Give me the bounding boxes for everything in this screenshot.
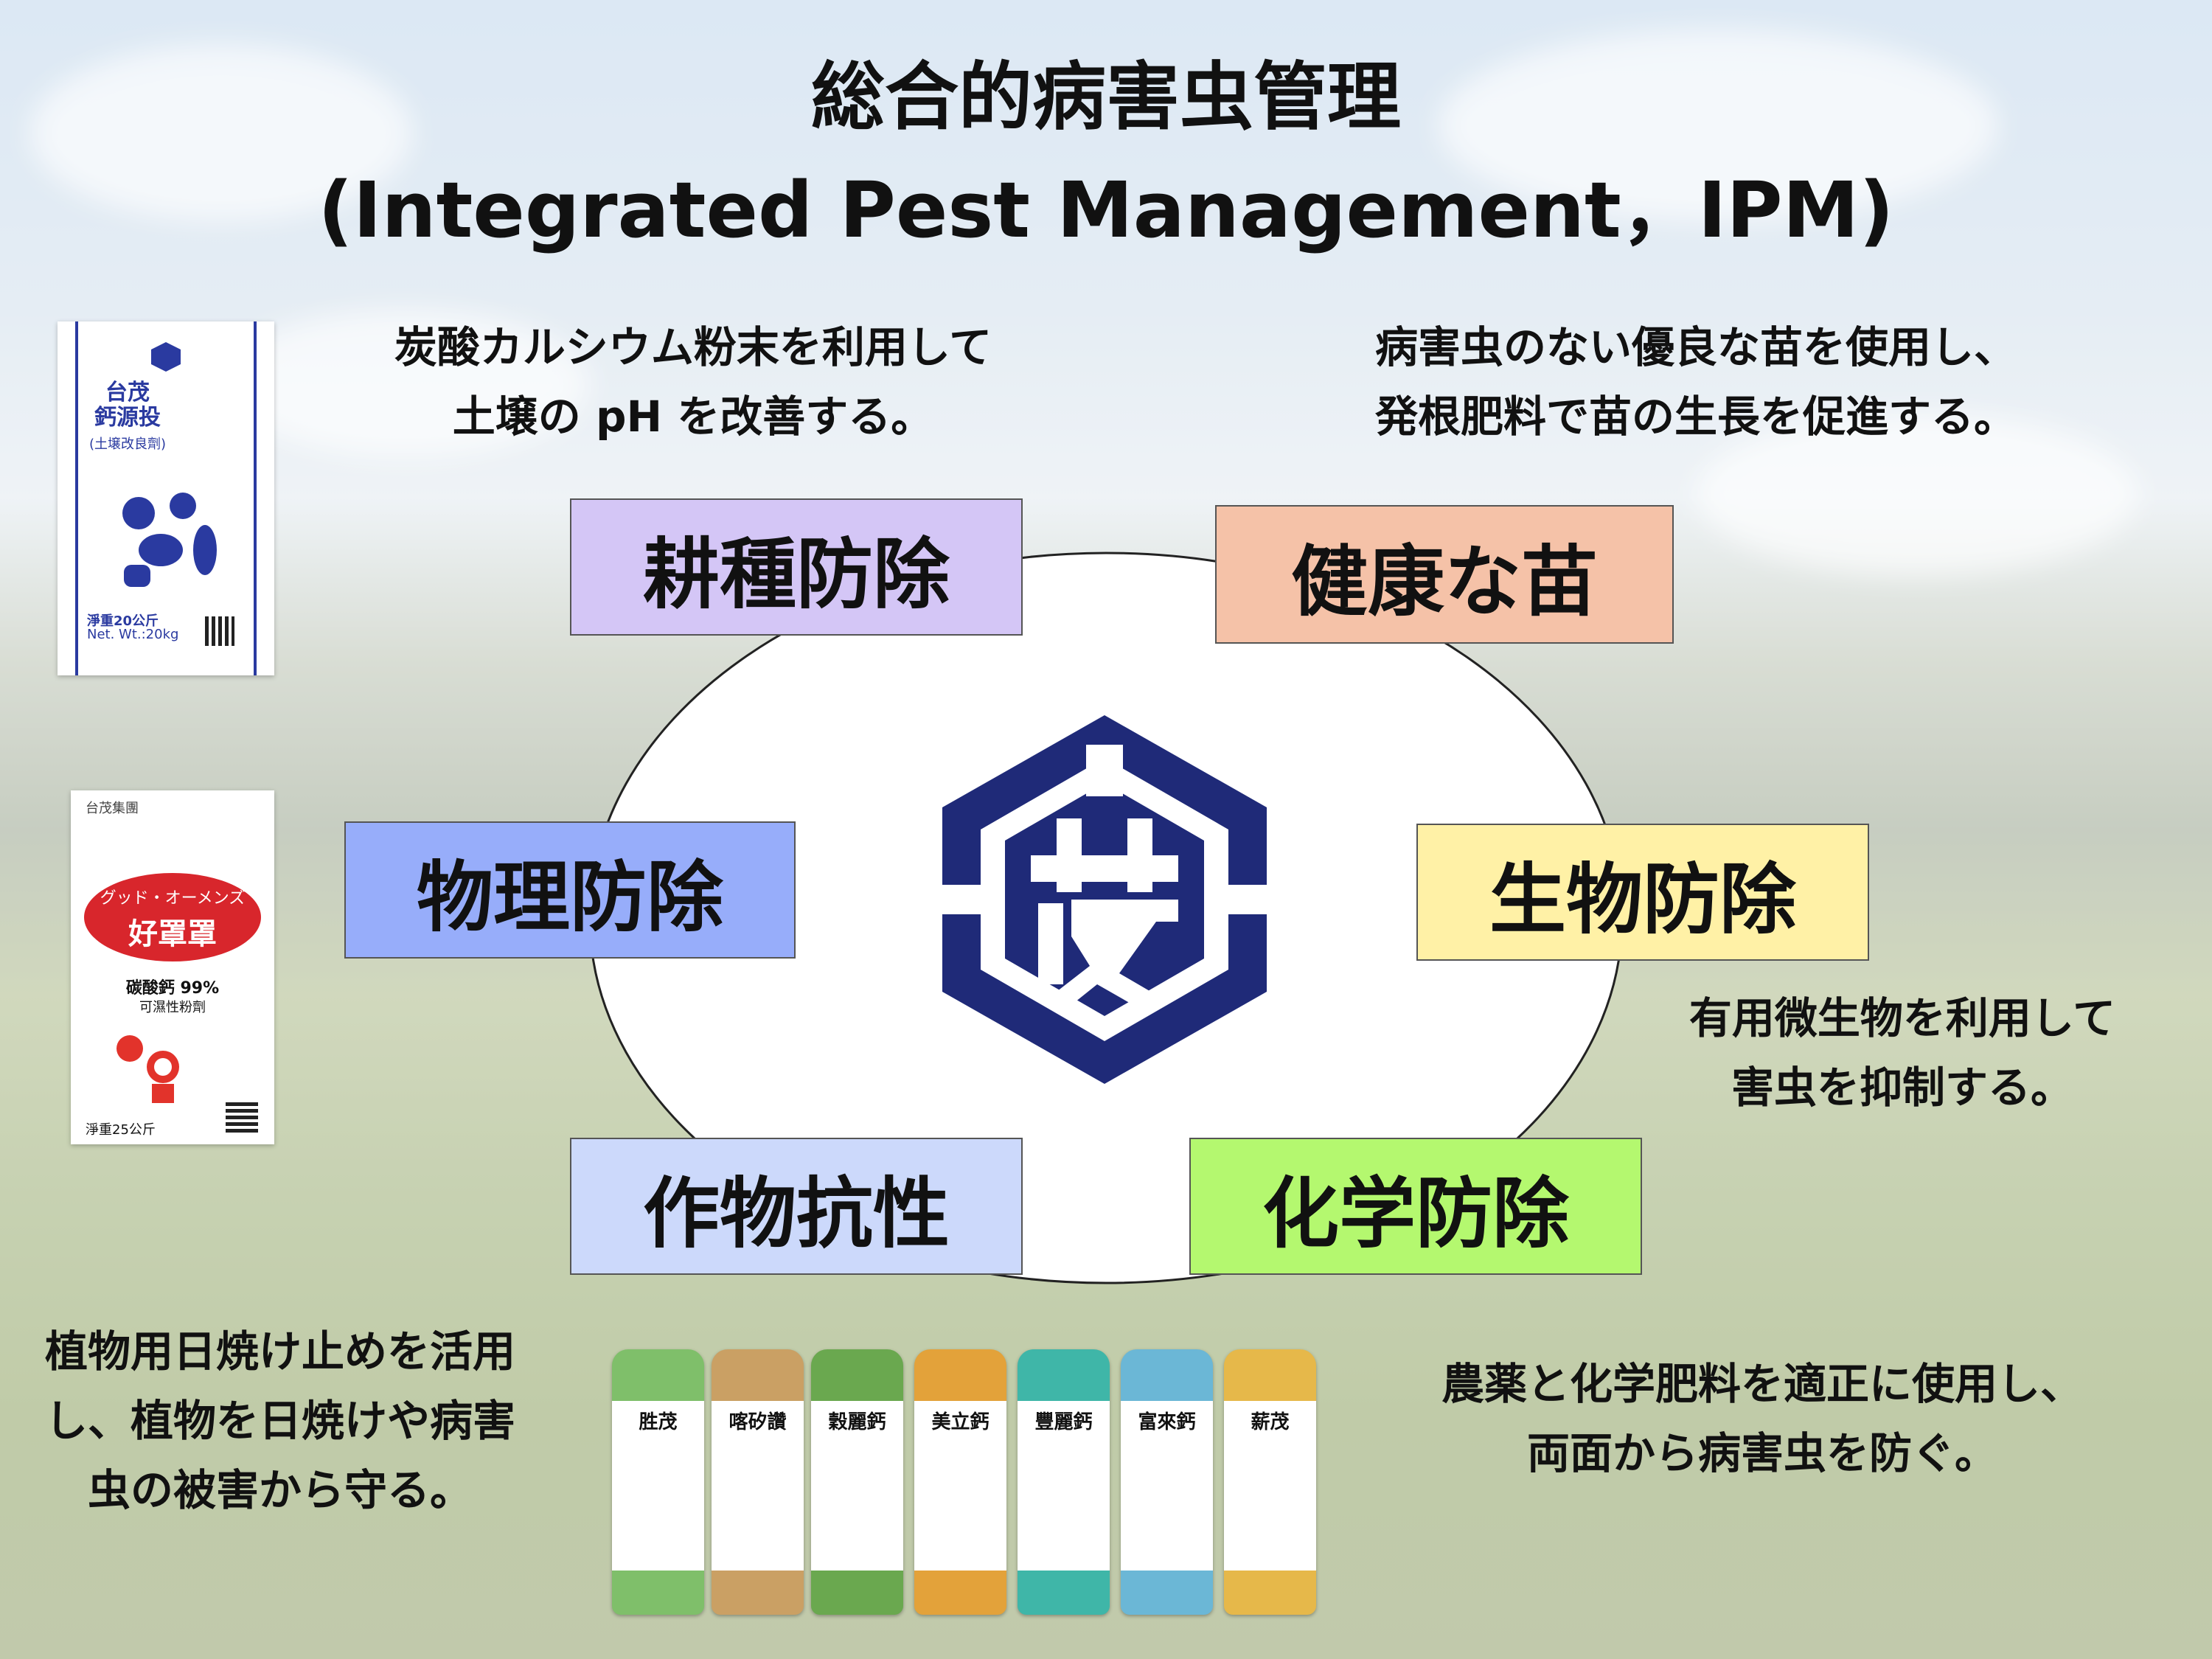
page-subtitle: (Integrated Pest Management，IPM) bbox=[318, 165, 1894, 255]
product-bottle: 富來鈣 bbox=[1121, 1349, 1213, 1615]
product-bottle: 喀矽讚 bbox=[712, 1349, 804, 1615]
bag-name: 好罩罩 bbox=[128, 917, 217, 951]
bottle-name: 富來鈣 bbox=[1138, 1411, 1196, 1433]
qr-code-icon bbox=[226, 1100, 258, 1133]
bag-group: 台茂集團 bbox=[86, 801, 139, 816]
bag-stripe bbox=[254, 321, 274, 675]
product-bottle: 穀麗鈣 bbox=[811, 1349, 903, 1615]
bottle-name: 豐麗鈣 bbox=[1034, 1411, 1093, 1433]
box-label: 生物防除 bbox=[1489, 854, 1796, 945]
box-healthy-seedlings: 健康な苗 bbox=[1215, 505, 1674, 644]
qr-code-icon bbox=[205, 616, 234, 646]
bottle-label bbox=[1018, 1401, 1110, 1571]
cloud bbox=[221, 310, 590, 457]
company-logo bbox=[942, 715, 1267, 1084]
caption-line: 植物用日焼け止めを活用 bbox=[44, 1326, 515, 1377]
bag-content: 碳酸鈣 99% bbox=[125, 979, 220, 998]
box-crop-resistance: 作物抗性 bbox=[570, 1138, 1023, 1275]
caption-line: 害虫を抑制する。 bbox=[1731, 1062, 2073, 1113]
bag-brand: 台茂 鈣源投 bbox=[87, 380, 168, 431]
cloud bbox=[1438, 29, 1998, 221]
caption-line: 炭酸カルシウム粉末を利用して bbox=[394, 322, 992, 372]
product-bottle: 豐麗鈣 bbox=[1018, 1349, 1110, 1615]
product-bottle: 美立鈣 bbox=[914, 1349, 1006, 1615]
bag-name-text: 鈣源投 bbox=[94, 405, 161, 431]
bottle-name: 穀麗鈣 bbox=[828, 1411, 886, 1433]
box-label: 作物抗性 bbox=[642, 1168, 950, 1259]
bag-net-weight-en: Net. Wt.:20kg bbox=[87, 627, 179, 642]
caption-line: 発根肥料で苗の生長を促進する。 bbox=[1374, 392, 2017, 442]
bag-brand-text: 台茂 bbox=[105, 380, 150, 406]
bottle-name: 薪茂 bbox=[1251, 1411, 1290, 1433]
bottle-label bbox=[914, 1401, 1006, 1571]
caption-physical: 植物用日焼け止めを活用 し、植物を日焼けや病害 虫の被害から守る。 bbox=[0, 1317, 560, 1525]
bottle-name: 美立鈣 bbox=[931, 1411, 990, 1433]
caption-seedlings: 病害虫のない優良な苗を使用し、 発根肥料で苗の生長を促進する。 bbox=[1305, 313, 2087, 451]
caption-line: 土壌の pH を改善する。 bbox=[452, 392, 934, 442]
product-bag-soil-conditioner: 台茂 鈣源投 (土壌改良劑) 淨重20公斤 Net. Wt.:20kg bbox=[58, 321, 274, 675]
box-label: 化学防除 bbox=[1262, 1168, 1569, 1259]
bottle-label bbox=[811, 1401, 903, 1571]
product-bottle: 薪茂 bbox=[1224, 1349, 1316, 1615]
caption-line: 両面から病害虫を防ぐ。 bbox=[1526, 1428, 1997, 1478]
product-bottle: 胜茂 bbox=[612, 1349, 704, 1615]
bottle-label bbox=[612, 1401, 704, 1571]
bag-stripe bbox=[58, 321, 78, 675]
sun-mascot-icon bbox=[116, 1035, 179, 1103]
vegetables-icon bbox=[122, 493, 217, 587]
cloud bbox=[1696, 413, 2138, 575]
box-cultural-control: 耕種防除 bbox=[570, 498, 1023, 636]
bag-subtitle: (土壌改良劑) bbox=[88, 437, 167, 452]
logo-icon bbox=[151, 342, 181, 372]
bottle-name: 喀矽讚 bbox=[728, 1411, 787, 1433]
box-physical-control: 物理防除 bbox=[344, 821, 796, 959]
bottle-label bbox=[1224, 1401, 1316, 1571]
caption-chemical: 農薬と化学肥料を適正に使用し、 両面から病害虫を防ぐ。 bbox=[1371, 1349, 2153, 1488]
caption-cultural: 炭酸カルシウム粉末を利用して 土壌の pH を改善する。 bbox=[324, 313, 1062, 451]
box-chemical-control: 化学防除 bbox=[1189, 1138, 1642, 1275]
bag-name-kana: グッド・オーメンズ bbox=[100, 889, 246, 908]
caption-line: 有用微生物を利用して bbox=[1688, 993, 2116, 1043]
caption-biological: 有用微生物を利用して 害虫を抑制する。 bbox=[1622, 984, 2183, 1122]
caption-line: 病害虫のない優良な苗を使用し、 bbox=[1374, 322, 2017, 372]
box-label: 物理防除 bbox=[416, 852, 723, 942]
caption-line: し、植物を日焼けや病害 bbox=[44, 1396, 515, 1446]
bag-net-weight: 淨重20公斤 bbox=[87, 613, 159, 629]
bottle-label bbox=[712, 1401, 804, 1571]
product-bag-calcium-carbonate: 台茂集團 グッド・オーメンズ 好罩罩 碳酸鈣 99% 可濕性粉劑 淨重25公斤 bbox=[71, 790, 274, 1144]
caption-line: 農薬と化学肥料を適正に使用し、 bbox=[1441, 1359, 2083, 1409]
box-label: 耕種防除 bbox=[642, 529, 950, 619]
caption-line: 虫の被害から守る。 bbox=[87, 1465, 473, 1515]
bag-label-oval bbox=[84, 873, 261, 961]
bottle-name: 胜茂 bbox=[639, 1411, 678, 1433]
page-title: 総合的病害虫管理 bbox=[811, 54, 1401, 140]
cloud bbox=[29, 44, 413, 221]
bag-net-weight: 淨重25公斤 bbox=[86, 1122, 156, 1138]
box-biological-control: 生物防除 bbox=[1416, 824, 1869, 961]
box-label: 健康な苗 bbox=[1290, 536, 1598, 627]
bottle-label bbox=[1121, 1401, 1213, 1571]
bag-form: 可濕性粉劑 bbox=[139, 1000, 206, 1015]
